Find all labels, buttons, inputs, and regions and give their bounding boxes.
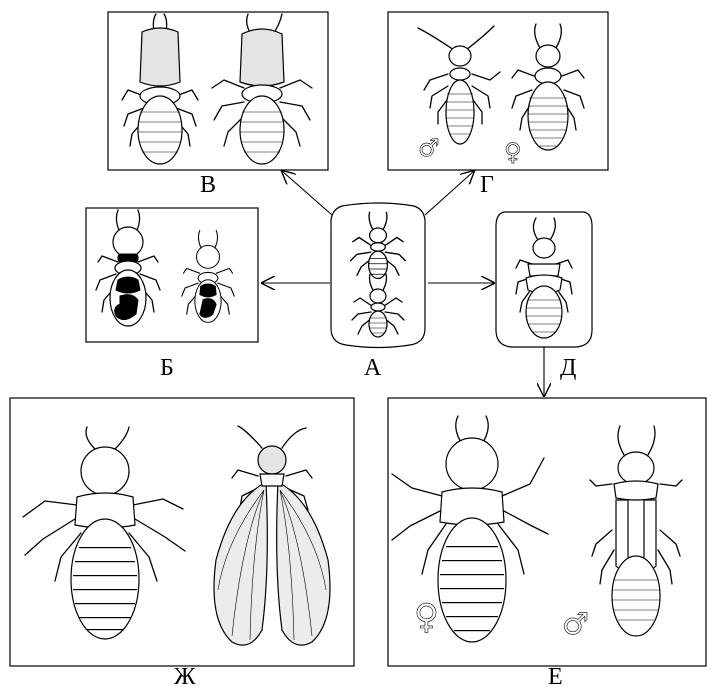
panel-a: А: [331, 203, 425, 381]
label-d: Д: [560, 355, 576, 381]
female-symbol-e: ♀: [414, 597, 439, 637]
arrow-a-to-g: [425, 171, 474, 215]
male-symbol-g: ♂: [418, 134, 440, 162]
panel-v: В: [108, 12, 328, 198]
male-symbol-e: ♂: [562, 607, 589, 642]
panel-zh: Ж: [10, 398, 354, 687]
panel-g: ♂ ♀ Г: [388, 12, 608, 198]
label-b: Б: [160, 355, 174, 381]
female-symbol-g: ♀: [504, 138, 522, 166]
arrow-a-to-v: [282, 171, 332, 215]
label-e: Е: [548, 664, 563, 687]
panel-b: Б: [86, 208, 258, 381]
panel-e: ♀ ♂ Е: [388, 398, 706, 687]
label-zh: Ж: [174, 664, 196, 687]
label-v: В: [200, 172, 216, 198]
label-a: А: [364, 355, 382, 381]
label-g: Г: [480, 172, 494, 198]
